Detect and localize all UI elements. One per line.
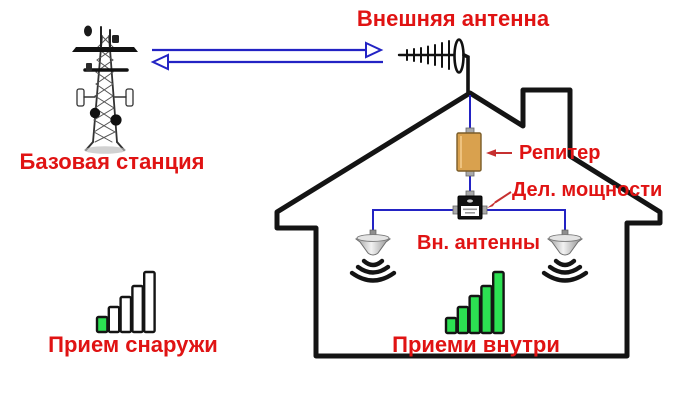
house-outline: [274, 87, 663, 359]
signal-bar: [480, 284, 493, 335]
signal-bar: [492, 270, 505, 335]
power-divider-label: Дел. мощности: [512, 179, 663, 201]
reception-outside-label: Прием снаружи: [48, 332, 218, 357]
repeater-box: [456, 127, 482, 177]
signal-bar: [468, 294, 482, 335]
signal-arrow-to-antenna: [152, 41, 384, 59]
signal-bar: [107, 305, 121, 334]
signal-bar: [119, 295, 133, 334]
ceiling-antenna-icon-left: [352, 230, 394, 281]
reception-inside-label: Приеми внутри: [392, 332, 560, 357]
ceiling-antenna-icon-right: [544, 230, 586, 281]
yagi-antenna-icon: [397, 38, 470, 96]
signal-bars-outside: [95, 270, 156, 334]
cell-tower-icon: [72, 25, 138, 154]
signal-bars-inside: [444, 270, 505, 335]
repeater-pointer-arrow: [486, 149, 512, 157]
signal-arrow-to-tower: [150, 53, 383, 71]
external-antenna-label: Внешняя антенна: [356, 6, 550, 31]
internal-antennas-label: Вн. антенны: [417, 232, 540, 254]
base-station-label: Базовая станция: [19, 149, 205, 174]
signal-bar: [131, 284, 144, 334]
repeater-label: Репитер: [519, 142, 601, 164]
divider-pointer-arrow: [487, 191, 512, 208]
signal-bar: [142, 270, 156, 334]
signal-bar: [456, 305, 470, 335]
signal-bar: [444, 316, 458, 335]
signal-bar: [95, 315, 109, 334]
power-divider-box: [452, 190, 488, 220]
